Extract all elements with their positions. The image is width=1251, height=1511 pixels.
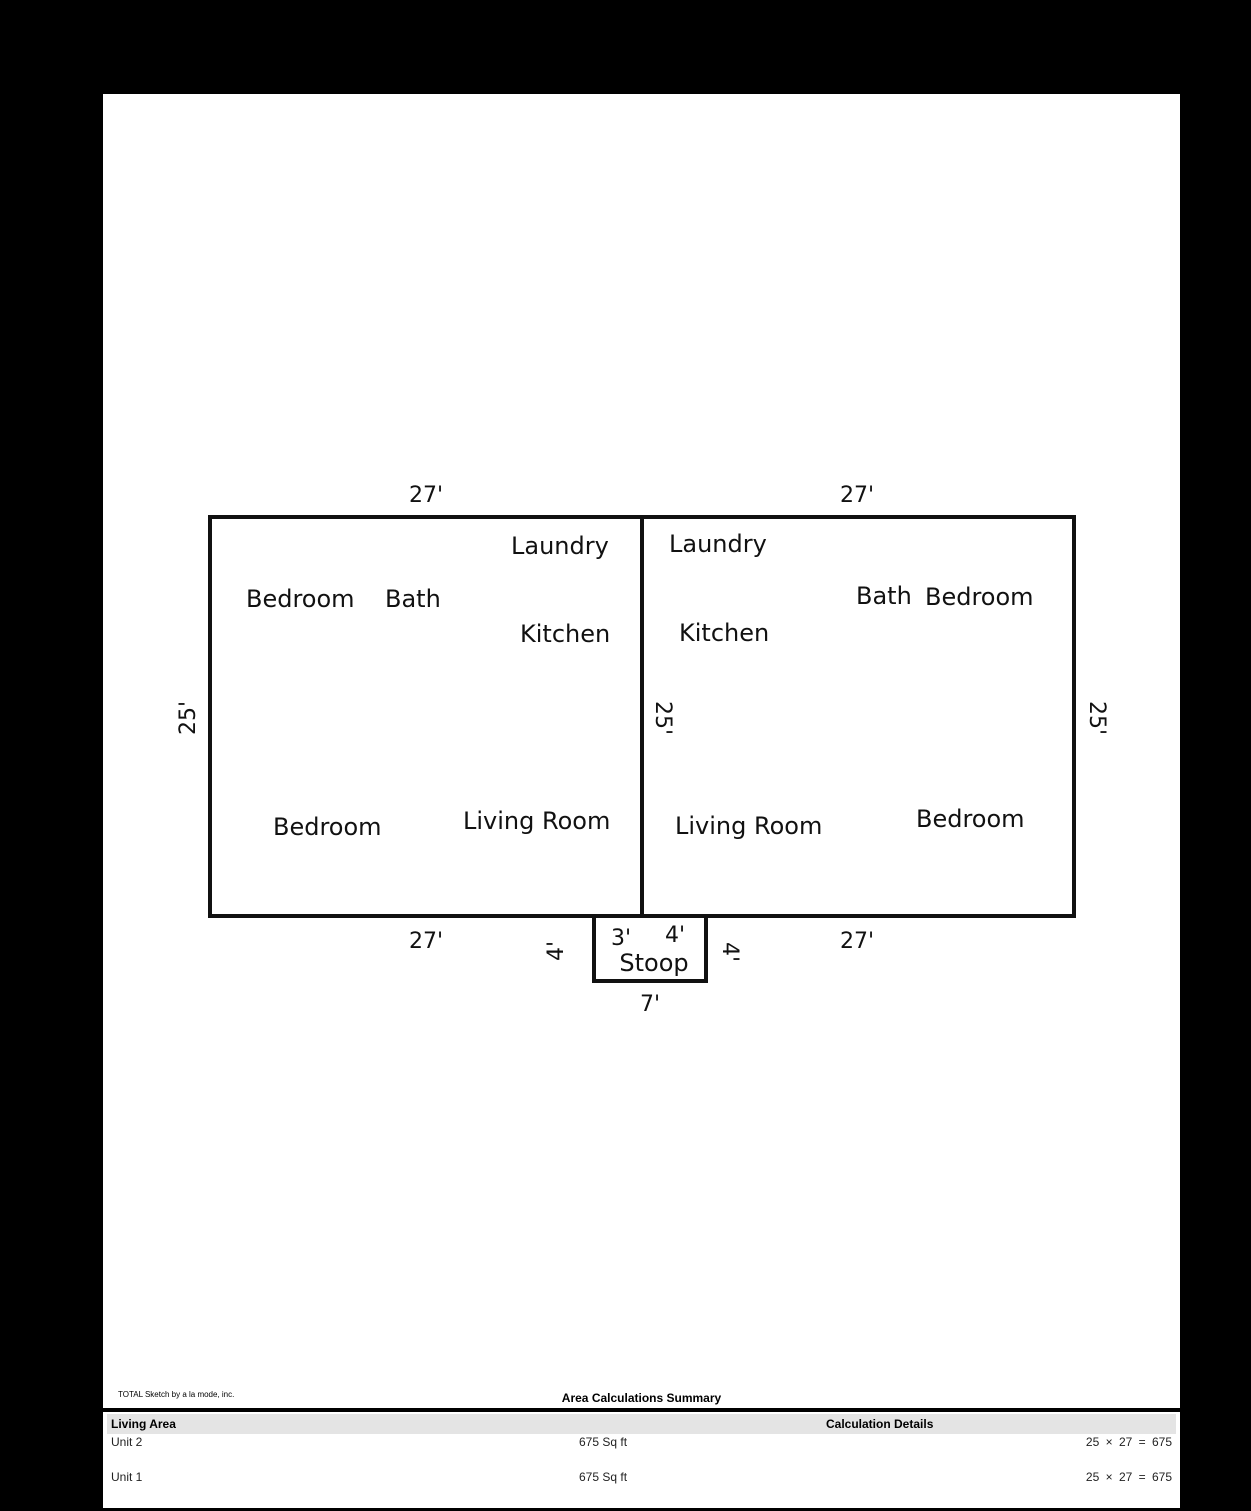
- room-label-living-room-left: Living Room: [463, 807, 610, 835]
- summary-header-row: Living Area Calculation Details: [107, 1414, 1176, 1434]
- room-label-bedroom-left-bottom: Bedroom: [273, 813, 382, 841]
- stoop-label: Stoop: [619, 949, 688, 977]
- unit-area: 675 Sq ft: [579, 1435, 628, 1449]
- room-label-kitchen-right: Kitchen: [679, 619, 769, 647]
- dim-right-bottom: 27': [840, 929, 874, 954]
- dim-shared-wall: 25': [650, 701, 675, 735]
- dim-left-side: 25': [176, 701, 201, 735]
- room-label-bath-right: Bath: [856, 582, 912, 610]
- dim-right-top: 27': [840, 483, 874, 508]
- dim-left-bottom: 27': [409, 929, 443, 954]
- unit-calculation: 25 × 27 = 675: [1085, 1470, 1172, 1484]
- software-credit: TOTAL Sketch by a la mode, inc.: [118, 1390, 235, 1399]
- room-label-bedroom-right-bottom: Bedroom: [916, 805, 1025, 833]
- unit-name: Unit 1: [111, 1470, 143, 1484]
- stoop-outline: [592, 914, 708, 983]
- room-label-bath-left: Bath: [385, 585, 441, 613]
- living-area-heading: Living Area: [111, 1417, 176, 1431]
- room-label-bedroom-right-top: Bedroom: [925, 583, 1034, 611]
- dim-right-side: 25': [1084, 701, 1109, 735]
- summary-divider: [103, 1408, 1180, 1412]
- dim-left-top: 27': [409, 483, 443, 508]
- dim-stoop-top-left: 3': [611, 926, 631, 951]
- calculation-details-heading: Calculation Details: [826, 1417, 934, 1431]
- unit-name: Unit 2: [111, 1435, 143, 1449]
- room-label-kitchen-left: Kitchen: [520, 620, 610, 648]
- sketch-page: Laundry Bedroom Bath Kitchen Bedroom Liv…: [100, 91, 1183, 1511]
- unit-calculation: 25 × 27 = 675: [1085, 1435, 1172, 1449]
- unit-area: 675 Sq ft: [579, 1470, 628, 1484]
- left-unit-outline: [208, 515, 644, 918]
- dim-stoop-bottom: 7': [640, 992, 660, 1017]
- dim-stoop-right: 4': [717, 942, 742, 962]
- table-row: Unit 2 675 Sq ft 25 × 27 = 675: [107, 1432, 1176, 1452]
- floor-plan: Laundry Bedroom Bath Kitchen Bedroom Liv…: [176, 483, 1109, 1017]
- room-label-laundry-right: Laundry: [669, 530, 767, 558]
- area-summary-title: Area Calculations Summary: [561, 1391, 722, 1405]
- room-label-bedroom-left-top: Bedroom: [246, 585, 355, 613]
- room-label-laundry-left: Laundry: [511, 532, 609, 560]
- dim-stoop-left: 4': [544, 941, 569, 961]
- room-label-living-room-right: Living Room: [675, 812, 822, 840]
- table-row: Unit 1 675 Sq ft 25 × 27 = 675: [107, 1467, 1176, 1487]
- right-unit-outline: [640, 515, 1076, 918]
- dim-stoop-top-right: 4': [665, 923, 685, 948]
